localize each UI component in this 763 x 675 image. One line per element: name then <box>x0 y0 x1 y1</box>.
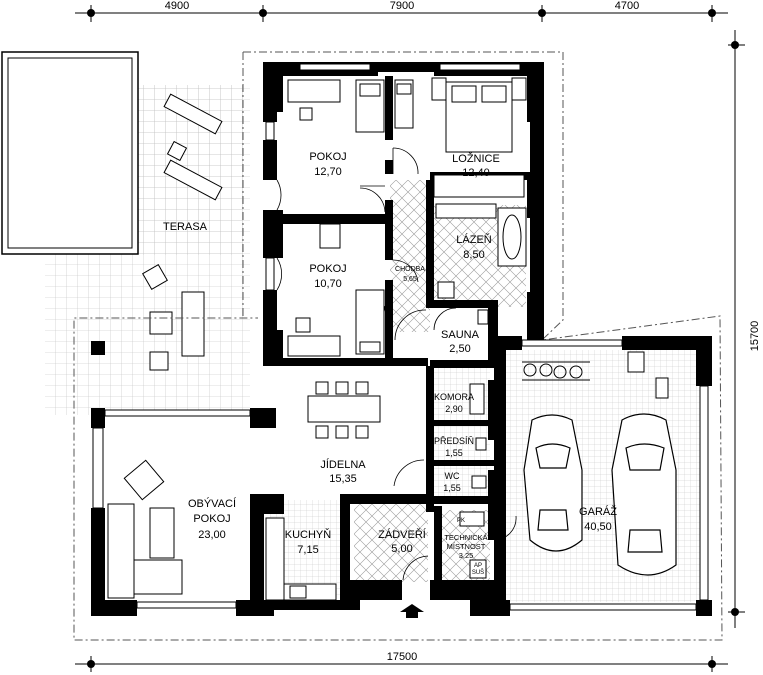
equipment-label-sus: SUŠ <box>472 569 484 576</box>
room-area-sauna: 2,50 <box>449 343 470 355</box>
column <box>91 341 105 355</box>
room-label-predsin: PŘEDSÍŇ <box>434 436 474 446</box>
room-label-lazen: LÁZEŇ <box>456 233 492 246</box>
room-label-technicka-1: TECHNICKÁ <box>444 533 487 542</box>
room-label-sauna: SAUNA <box>441 329 480 341</box>
dimension-dots <box>87 9 739 668</box>
dim-top-1: 4900 <box>165 0 189 12</box>
room-area-lazen: 8,50 <box>463 249 484 261</box>
room-area-garaz: 40,50 <box>584 521 612 533</box>
room-labels: POKOJ 12,70 LOŽNICE 12,40 LÁZEŇ 8,50 CHO… <box>188 151 617 576</box>
entrance-arrow-icon <box>400 604 424 618</box>
room-label-zadveri: ZÁDVEŘÍ <box>378 528 427 541</box>
equipment-label-ap: AP <box>474 563 482 569</box>
chodba-tiles <box>390 180 430 332</box>
dim-top-3: 4700 <box>615 0 639 12</box>
room-label-jidelna: JÍDELNA <box>320 458 366 471</box>
room-label-garaz: GARÁŽ <box>579 505 617 518</box>
dimension-lines <box>75 5 745 672</box>
door-swings <box>276 147 517 581</box>
pool-inner <box>7 57 133 249</box>
room-label-wc: WC <box>445 471 460 481</box>
room-label-komora: KOMORA <box>434 392 474 402</box>
room-label-chodba: CHODBA <box>395 266 425 273</box>
room-area-jidelna: 15,35 <box>329 473 357 485</box>
room-area-pokoj2: 10,70 <box>314 278 342 290</box>
zadveri-tiles <box>354 500 428 582</box>
room-area-loznice: 12,40 <box>462 167 490 179</box>
pool <box>1 51 139 255</box>
room-area-chodba: 5,65 <box>403 276 417 283</box>
room-label-pokoj2: POKOJ <box>309 263 346 275</box>
room-area-pokoj1: 12,70 <box>314 166 342 178</box>
windows <box>92 63 709 611</box>
room-label-loznice: LOŽNICE <box>452 152 500 165</box>
room-area-kuchyn: 7,15 <box>297 544 318 556</box>
room-label-kuchyn: KUCHYŇ <box>285 528 332 541</box>
room-area-zadveri: 5,00 <box>391 543 412 555</box>
room-area-obyvaci: 23,00 <box>198 529 226 541</box>
furniture <box>107 77 527 601</box>
car-right <box>611 413 677 576</box>
room-area-wc: 1,55 <box>443 483 461 493</box>
dim-top-2: 7900 <box>390 0 414 12</box>
room-area-predsin: 1,55 <box>445 448 463 458</box>
sun-lounger <box>163 93 223 201</box>
dim-bottom: 17500 <box>387 651 418 663</box>
bicycles <box>522 351 669 399</box>
car-left <box>523 414 583 552</box>
dim-right: 15700 <box>749 321 761 352</box>
room-label-terasa: TERASA <box>163 221 208 233</box>
equipment-label-pk: PK <box>457 518 465 524</box>
room-area-technicka: 3,25 <box>459 551 474 560</box>
roof-outline <box>73 51 723 641</box>
room-label-pokoj1: POKOJ <box>309 151 346 163</box>
room-area-komora: 2,90 <box>445 404 463 414</box>
room-label-obyvaci-2: POKOJ <box>193 513 230 525</box>
room-label-obyvaci-1: OBÝVACÍ <box>188 497 237 510</box>
room-label-technicka-2: MÍSTNOST <box>447 542 486 551</box>
